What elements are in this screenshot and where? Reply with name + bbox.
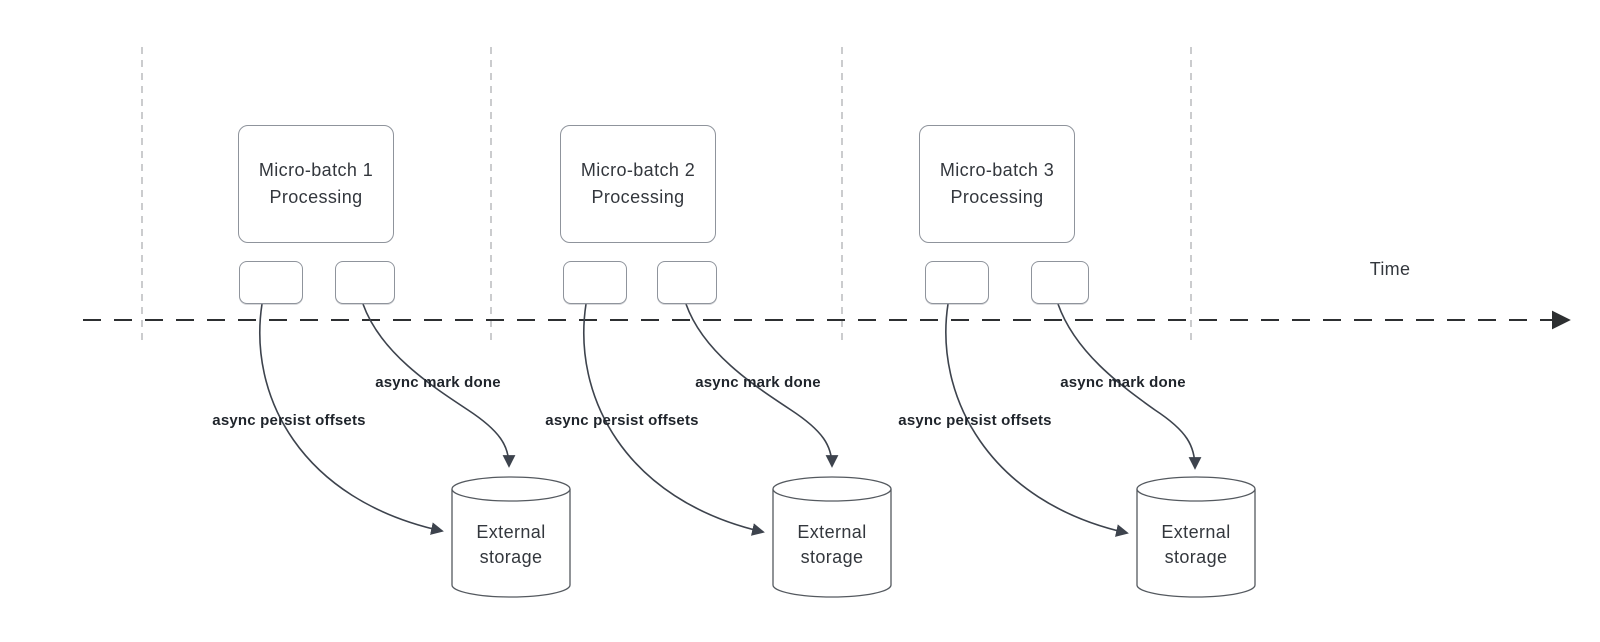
micro-batch-2-title-line2: Processing: [591, 187, 685, 207]
external-storage-cylinder-1: [451, 476, 571, 598]
persist-offsets-arrow-1: [259, 303, 444, 535]
persist-offsets-label-3: async persist offsets: [898, 412, 1052, 429]
mark-done-label-1: async mark done: [375, 374, 501, 391]
external-storage-label-3-line2: storage: [1164, 547, 1228, 567]
micro-batch-1-title-line2: Processing: [269, 187, 363, 207]
external-storage-label-2-line1: External: [797, 522, 867, 542]
micro-batch-1-title-line1: Micro-batch 1: [258, 160, 374, 180]
micro-batch-3-title-line2: Processing: [950, 187, 1044, 207]
async-task-box-3-persist: [925, 261, 989, 304]
external-storage-cylinder-2: [772, 476, 892, 598]
micro-batch-2-title-line1: Micro-batch 2: [580, 160, 696, 180]
external-storage-cylinder-3: [1136, 476, 1256, 598]
async-task-box-2-persist: [563, 261, 627, 304]
mark-done-label-3: async mark done: [1060, 374, 1186, 391]
micro-batch-3-title-line1: Micro-batch 3: [939, 160, 1055, 180]
micro-batch-3-processing-box: Micro-batch 3 Processing: [919, 125, 1075, 243]
persist-offsets-arrow-2: [582, 303, 765, 536]
async-task-box-1-done: [335, 261, 395, 304]
persist-offsets-arrow-3: [945, 303, 1129, 537]
external-storage-label-3: External storage: [1137, 477, 1255, 597]
mark-done-arrow-2: [685, 303, 839, 468]
persist-offsets-label-1: async persist offsets: [212, 412, 366, 429]
mark-done-arrow-1: [362, 303, 516, 468]
micro-batch-2-processing-box: Micro-batch 2 Processing: [560, 125, 716, 243]
external-storage-label-1-line1: External: [476, 522, 546, 542]
time-axis-label: Time: [1369, 259, 1411, 279]
async-task-box-2-done: [657, 261, 717, 304]
micro-batch-1-processing-box: Micro-batch 1 Processing: [238, 125, 394, 243]
mark-done-label-2: async mark done: [695, 374, 821, 391]
external-storage-label-3-line1: External: [1161, 522, 1231, 542]
external-storage-label-2-line2: storage: [800, 547, 864, 567]
external-storage-label-1-line2: storage: [479, 547, 543, 567]
mark-done-arrow-3: [1057, 303, 1202, 470]
persist-offsets-label-2: async persist offsets: [545, 412, 699, 429]
async-task-box-3-done: [1031, 261, 1089, 304]
async-task-box-1-persist: [239, 261, 303, 304]
external-storage-label-2: External storage: [773, 477, 891, 597]
external-storage-label-1: External storage: [452, 477, 570, 597]
